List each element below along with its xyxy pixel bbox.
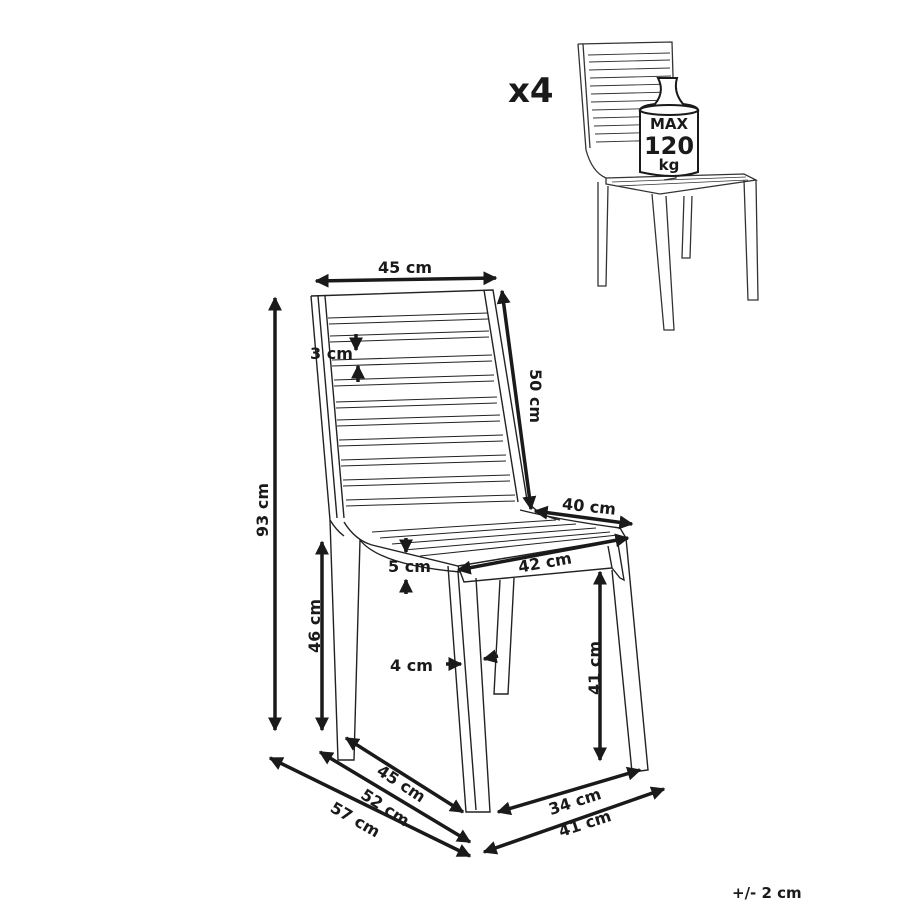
dim-seat-height: 46 cm (305, 599, 324, 653)
dim-seat-thickness: 5 cm (388, 557, 431, 576)
main-chair-illustration (310, 289, 649, 813)
dim-back-width: 45 cm (378, 258, 432, 277)
max-load-line1: MAX (649, 115, 689, 133)
dim-back-height: 50 cm (526, 369, 545, 423)
max-load-line3: kg (658, 156, 680, 174)
dim-leg-width: 4 cm (390, 656, 433, 675)
tolerance-note: +/- 2 cm (732, 884, 802, 902)
weight-icon (638, 77, 700, 177)
dim-under-seat-height: 41 cm (585, 641, 604, 695)
quantity-label: x4 (508, 71, 554, 111)
dim-slat-gap: 3 cm (310, 344, 353, 363)
dim-total-height: 93 cm (253, 483, 272, 537)
max-load-line2: 120 (643, 132, 695, 160)
dimension-arrows (268, 271, 666, 858)
